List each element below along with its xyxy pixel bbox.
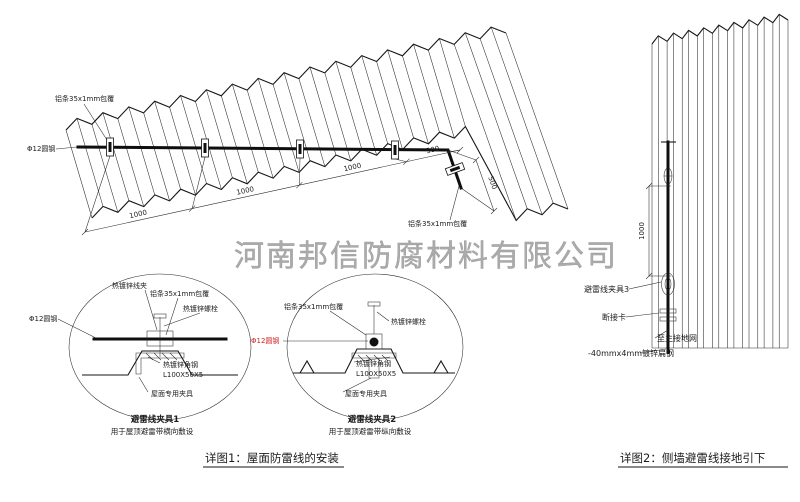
lightning-wire xyxy=(76,145,463,190)
wire-cross-section xyxy=(369,337,379,347)
wire-clamp xyxy=(106,137,114,157)
detail2-subtitle: 用于屋顶避雷带纵向敷设 xyxy=(329,426,412,436)
wall-clamp-lower xyxy=(661,272,675,296)
label-angle-spec: L100X50X5 xyxy=(356,370,396,378)
leader-lines xyxy=(55,103,460,221)
leader-lines xyxy=(283,310,391,393)
caption-figure1: 详图1：屋面防雷线的安装 xyxy=(203,451,344,468)
dim-label: 500 xyxy=(425,145,440,156)
label-roof-fixture: 屋面专用夹具 xyxy=(151,389,193,398)
label-alu-strip: 铝条35x1mm包覆 xyxy=(150,289,209,298)
roof-corrugated-sheet xyxy=(65,26,569,222)
roof-annotation-labels: 铝条35x1mm包覆 Φ12圆钢 铝条35x1mm包覆 xyxy=(27,94,467,228)
detail1-title: 避雷线夹具1 xyxy=(131,414,180,425)
wire-clamp xyxy=(444,162,466,176)
caption-figure2: 详图2：侧墙避雷线接地引下 xyxy=(618,451,788,468)
figure2-caption-text: 详图2：侧墙避雷线接地引下 xyxy=(620,451,765,465)
label-alu-strip-top: 铝条35x1mm包覆 xyxy=(55,94,114,103)
label-round-steel: Φ12圆钢 xyxy=(27,144,55,153)
bolt-head xyxy=(153,313,167,319)
wall-figure: 1000 避雷线夹具3 断接卡 至主接地网 -40mmx4mm镀锌扁钢 xyxy=(584,13,789,358)
bolt-head xyxy=(367,301,381,307)
label-bolt: 热镀锌螺栓 xyxy=(391,317,426,326)
label-alu-strip-right: 铝条35x1mm包覆 xyxy=(408,219,467,228)
label-wall-clamp: 避雷线夹具3 xyxy=(584,284,629,294)
label-roof-fixture: 屋面专用夹具 xyxy=(345,389,387,398)
roof-dimension-chain: 1000 1000 1000 500 500 xyxy=(81,145,498,236)
disconnect-card-symbol xyxy=(659,308,677,322)
dim-label: 1000 xyxy=(236,185,255,197)
dim-label: 1000 xyxy=(343,162,362,174)
figure1-caption-text: 详图1：屋面防雷线的安装 xyxy=(205,451,339,465)
dim-label: 500 xyxy=(486,175,498,190)
angle-steel-and-fixture xyxy=(351,352,397,379)
label-disconnect-card: 断接卡 xyxy=(602,312,626,322)
label-angle-steel: 热镀锌角钢 xyxy=(356,359,391,368)
dim-label: 1000 xyxy=(129,209,148,221)
angle-steel-shape xyxy=(135,352,185,375)
label-wire-clip: 热镀锌线夹 xyxy=(112,281,147,290)
leader-lines xyxy=(625,281,669,354)
wall-clamp-upper xyxy=(663,167,673,185)
label-round-steel-red: Φ12圆钢 xyxy=(251,336,279,345)
adjacent-ribs xyxy=(299,359,449,374)
label-round-steel: Φ12圆钢 xyxy=(29,314,57,323)
wire-clamp xyxy=(391,140,399,160)
detail-circle-2: 铝条35x1mm包覆 热镀锌螺栓 Φ12圆钢 热镀锌角钢 L100X50X5 屋… xyxy=(251,273,464,436)
label-to-ground: 至主接地网 xyxy=(657,333,697,343)
watermark-text: 河南邦信防腐材料有限公司 xyxy=(234,239,618,274)
label-angle-spec: L100X50X5 xyxy=(163,371,203,379)
label-flat-steel: -40mmx4mm镀锌扁钢 xyxy=(588,348,674,358)
wire-clamp xyxy=(201,138,209,158)
wall-dimension: 1000 xyxy=(638,182,671,280)
hatching xyxy=(357,354,389,362)
detail-circle-2-outline xyxy=(286,273,464,421)
detail1-subtitle: 用于屋顶避雷带横向敷设 xyxy=(111,426,194,436)
wire-clamp xyxy=(296,139,304,159)
leader-lines xyxy=(57,289,201,393)
label-alu-strip: 铝条35x1mm包覆 xyxy=(284,302,343,311)
detail-circle-1-outline xyxy=(68,273,252,421)
label-bolt: 热镀锌螺栓 xyxy=(183,304,218,313)
wall-dim-label: 1000 xyxy=(638,222,646,240)
detail2-title: 避雷线夹具2 xyxy=(348,414,397,425)
detail-circle-1: 热镀锌线夹 铝条35x1mm包覆 热镀锌螺栓 Φ12圆钢 热镀锌角钢 L100X… xyxy=(29,273,252,436)
hatching xyxy=(145,352,178,361)
label-angle-steel: 热镀锌角钢 xyxy=(163,360,198,369)
wall-corrugated-panel xyxy=(651,13,789,349)
